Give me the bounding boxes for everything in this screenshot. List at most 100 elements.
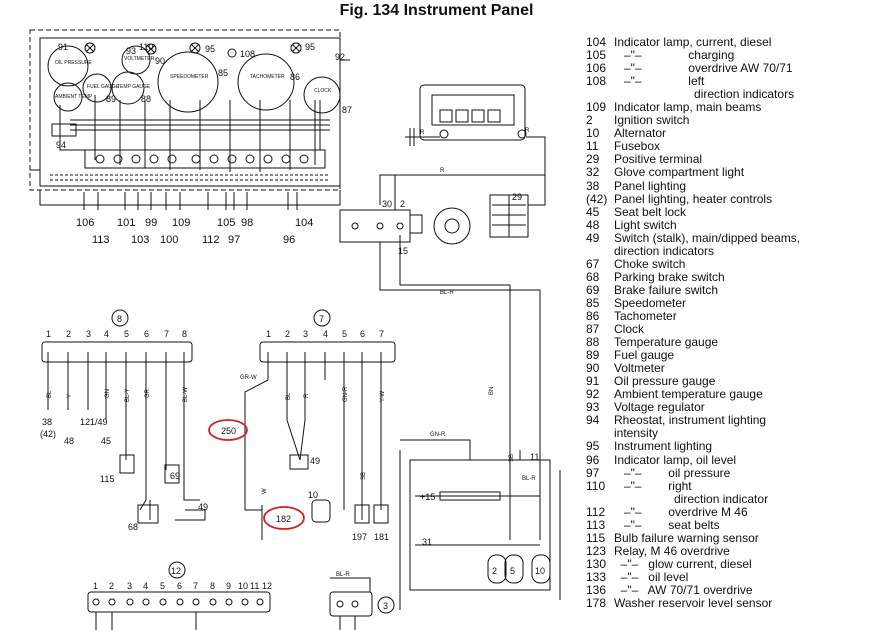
conn8-pin-1: 1 [46,329,51,339]
conn7-wire-sb: SB [361,472,367,480]
legend-number: 2 [586,113,593,128]
legend-text: –"– overdrive M 46 [614,504,748,519]
legend-number [586,493,614,506]
fuse-2: 2 [492,566,497,576]
conn12-pin-8: 8 [210,581,215,591]
conn7-wire-yw: Y-W [380,391,386,402]
legend-number [586,245,614,258]
legend-row: intensity [586,427,871,440]
conn8-pin-5: 5 [124,329,129,339]
legend-text: Instrument lighting [614,439,713,454]
legend-text: –"– AW 70/71 overdrive [614,582,753,597]
ptr-98: 98 [241,217,253,229]
legend-number: (42) [586,191,608,206]
legend-text: Seat belt lock [614,204,687,219]
ref-11: 11 [530,452,539,462]
legend-number: 90 [586,361,600,376]
ptr-113: 113 [92,234,110,246]
conn12-pin-11: 11 [250,581,259,591]
legend-number: 92 [586,387,600,402]
conn12-pin-6: 6 [177,581,182,591]
highlight-182 [263,506,305,530]
legend-text: Ambient temperature gauge [614,387,763,402]
conn7-pin-6: 6 [360,329,365,339]
legend-number: 136 [586,582,607,597]
conn8-ref-45: 45 [101,436,111,446]
legend-row: (42)Panel lighting, heater controls [586,191,871,206]
legend-number: 93 [586,400,600,415]
legend-number: 95 [586,439,600,454]
conn7-pin-3: 3 [303,329,308,339]
legend-text: Fusebox [614,139,661,154]
legend-text: Choke switch [614,256,686,271]
label-108: 108 [240,49,255,59]
legend-text: Speedometer [614,295,687,310]
legend-number: 85 [586,295,600,310]
legend-number: 115 [586,530,606,545]
legend-number: 29 [586,152,600,167]
legend-number: 113 [586,517,606,532]
conn8-ref-48: 48 [64,436,74,446]
legend-row: direction indicators [586,244,871,258]
conn7-pin-2: 2 [285,329,290,339]
ptr-112: 112 [202,234,220,246]
legend-number: 89 [586,348,600,363]
conn12-pin-3: 3 [127,581,132,591]
ptr-103: 103 [131,234,149,246]
fuse-10: 10 [535,566,545,576]
conn12-pin-12: 12 [262,581,272,591]
ptr-100: 100 [160,234,178,246]
legend-text: Positive terminal [614,152,703,167]
ignition-switch [339,175,541,540]
conn8-pin-2: 2 [66,329,71,339]
oil-pressure-gauge [47,45,89,87]
legend-number: 68 [586,269,600,284]
legend-text: intensity [614,426,659,441]
fuel-gauge [82,73,112,103]
positive-terminal-block [489,175,546,238]
legend-row: 95 Instrument lighting [586,440,871,453]
tachometer-dial [237,53,295,111]
speedometer-dial [157,51,219,113]
legend-text: Voltage regulator [614,400,705,415]
voltmeter-gauge [121,45,151,75]
pointer-arrows [83,192,298,210]
legend-number: 88 [586,335,600,350]
legend-text: –"– left [614,74,705,89]
legend-row: 85 Speedometer [586,295,871,310]
legend-text: –"– oil level [614,569,689,584]
ref-29: 29 [512,192,522,202]
legend-number: 105 [586,48,607,63]
speedometer-text: SPEEDOMETER [170,74,209,80]
legend-number: 106 [586,61,607,76]
ref-31: 31 [422,537,432,547]
conn8-wire-bl: BL [47,390,53,398]
legend-text: –"– glow current, diesel [614,556,752,571]
conn7-pin-1: 1 [266,329,271,339]
clock-text: CLOCK [314,88,332,94]
conn12-pin-2: 2 [109,581,114,591]
label-92: 92 [335,52,345,62]
conn12-pin-5: 5 [160,581,165,591]
wire-r-1: R [440,168,445,174]
label-89: 89 [106,94,116,104]
legend-number: 10 [586,126,600,141]
conn8-wire-gn: GN [105,389,111,398]
conn12-pin-1: 1 [93,581,98,591]
conn7-wire-w: W [262,488,268,494]
ref-2: 2 [400,199,405,209]
legend-text: direction indicator [614,491,769,506]
legend-number: 86 [586,308,600,323]
conn12-id: 12 [171,566,181,576]
conn12-pin-10: 10 [238,581,248,591]
legend-number: 49 [586,230,600,245]
conn7-wire-grw: GR-W [240,375,257,381]
